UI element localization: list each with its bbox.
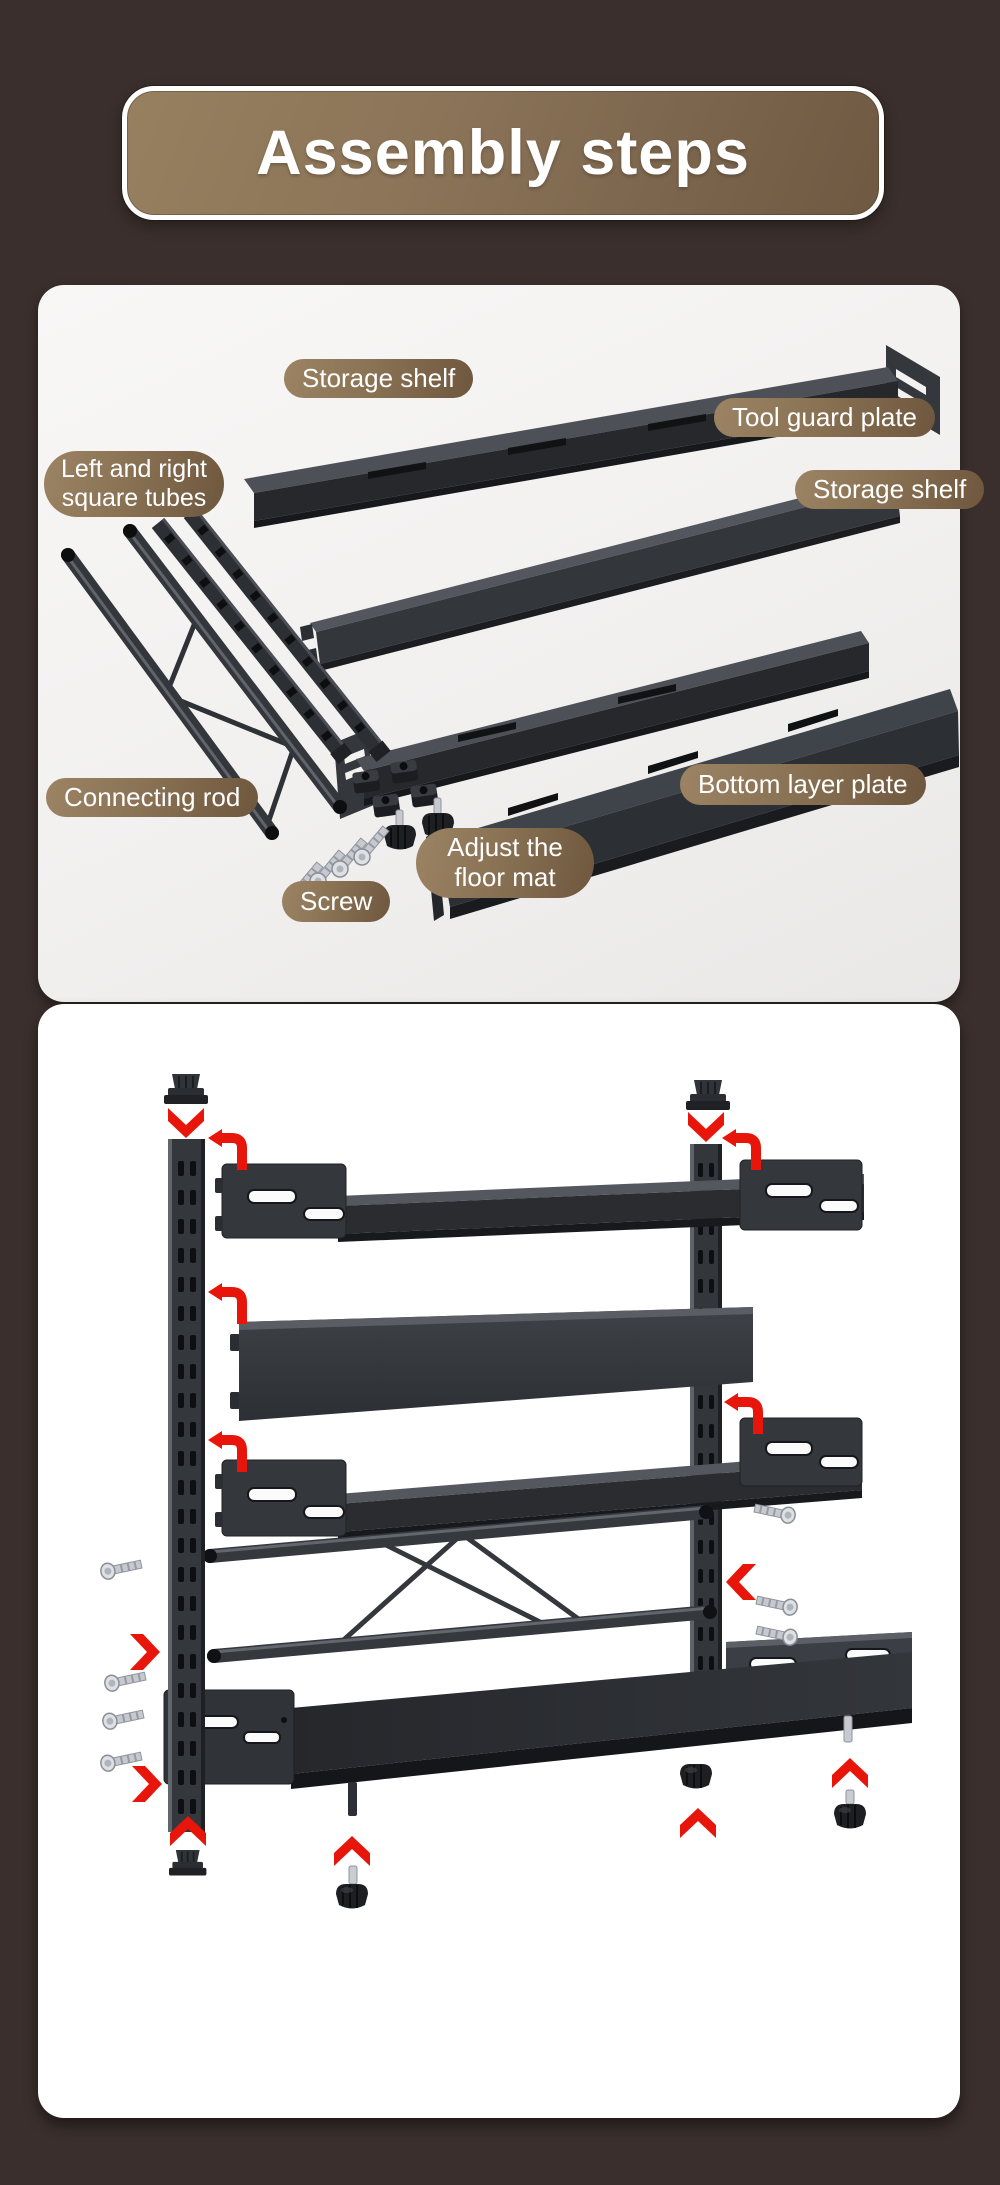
label-pill-storage-shelf-top: Storage shelf xyxy=(284,359,474,398)
back-right-foot xyxy=(679,1763,713,1790)
storage-shelf-right-part xyxy=(334,631,869,819)
label-pill-screw: Screw xyxy=(282,881,391,922)
center-front-foot xyxy=(335,1865,369,1910)
right-post xyxy=(690,1144,722,1716)
tool-guard-plate xyxy=(230,1307,753,1421)
label-pill-connecting-rod: Connecting rod xyxy=(46,778,259,817)
label-pill-tool-guard-plate: Tool guard plate xyxy=(714,398,936,437)
label-pill-square-tubes: Left and right square tubes xyxy=(44,451,224,517)
assembly-diagram-card xyxy=(38,1004,960,2118)
page-title: Assembly steps xyxy=(256,118,750,188)
tool-guard-plate-part xyxy=(300,475,900,671)
assembled-rack-illustration xyxy=(98,1073,912,1910)
top-shelf xyxy=(215,1159,864,1242)
connecting-rods xyxy=(203,1505,717,1663)
left-post xyxy=(168,1139,205,1832)
label-pill-storage-shelf-right: Storage shelf xyxy=(795,470,985,509)
square-tube-right xyxy=(183,508,391,762)
parts-overview-card: Storage shelf Tool guard plate Left and … xyxy=(38,285,985,1002)
label-pill-bottom-layer-plate: Bottom layer plate xyxy=(680,764,926,805)
bottom-tray xyxy=(163,1632,912,1816)
label-pill-adjust-floor-mat: Adjust the floor mat xyxy=(416,828,594,898)
assembly-steps-banner: Assembly steps xyxy=(122,86,884,220)
right-front-foot xyxy=(833,1715,867,1830)
left-square-foot xyxy=(168,1849,208,1877)
square-tube-left xyxy=(151,518,353,765)
